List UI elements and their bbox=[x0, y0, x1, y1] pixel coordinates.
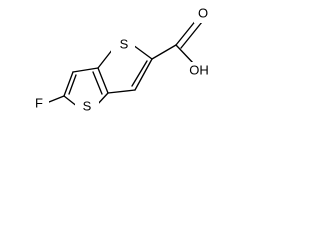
bond-c2-c3 bbox=[134, 58, 153, 91]
bond-c2-carboxyl bbox=[151, 44, 177, 60]
bond-c5-c6-double bbox=[68, 74, 77, 95]
bond-c6a-c3a bbox=[97, 67, 109, 94]
molecule-diagram: S S O OH F bbox=[31, 5, 213, 116]
bond-c5-c6 bbox=[63, 71, 74, 97]
hydroxyl-label: OH bbox=[189, 62, 209, 77]
carbonyl-oxygen-label: O bbox=[198, 5, 208, 20]
bond-c6a-c3a-double bbox=[92, 71, 103, 95]
bond-c2-c3-double bbox=[131, 60, 148, 87]
bond-c3-c3a bbox=[107, 89, 136, 94]
bond-carbonyl-1 bbox=[175, 18, 198, 46]
label-mask-s-top bbox=[111, 35, 135, 53]
label-mask-o bbox=[194, 5, 212, 23]
sulfur-top-label: S bbox=[120, 36, 129, 51]
label-mask-s-bottom bbox=[75, 98, 99, 116]
bond-f-c bbox=[48, 95, 65, 103]
label-mask-f bbox=[31, 95, 49, 113]
bond-s-top-c2 bbox=[132, 44, 153, 60]
atom-labels: S S O OH F bbox=[31, 5, 213, 116]
structure-canvas: S S O OH F bbox=[0, 0, 244, 125]
sulfur-bottom-label: S bbox=[83, 98, 92, 113]
fluorine-label: F bbox=[35, 95, 43, 110]
label-mask-oh bbox=[185, 62, 213, 80]
bond-carboxyl-oh bbox=[175, 44, 195, 65]
bonds bbox=[48, 18, 203, 108]
bond-carbonyl-2 bbox=[180, 21, 203, 49]
bond-c6-c6a bbox=[72, 67, 99, 73]
